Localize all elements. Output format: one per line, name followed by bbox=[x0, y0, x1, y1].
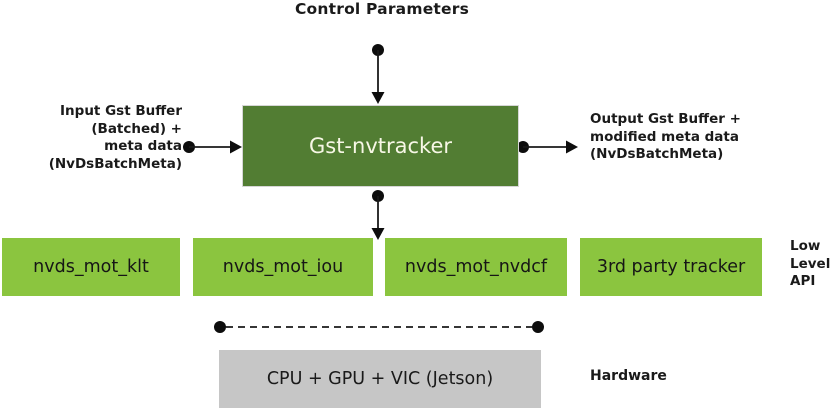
connector-dot bbox=[183, 141, 195, 153]
tracker-box-3rd-party: 3rd party tracker bbox=[580, 238, 762, 296]
tracker-box-nvds-mot-klt: nvds_mot_klt bbox=[2, 238, 180, 296]
connector-dot bbox=[532, 321, 544, 333]
hardware-box: CPU + GPU + VIC (Jetson) bbox=[219, 350, 541, 408]
gst-nvtracker-box: Gst-nvtracker bbox=[242, 105, 519, 187]
tracker-box-label: nvds_mot_nvdcf bbox=[404, 257, 548, 277]
plugin-to-lowlevel-arrow bbox=[371, 190, 385, 240]
tracker-box-nvds-mot-nvdcf: nvds_mot_nvdcf bbox=[385, 238, 567, 296]
arrowhead-right-icon bbox=[230, 140, 242, 154]
hardware-box-label: CPU + GPU + VIC (Jetson) bbox=[266, 369, 494, 389]
input-buffer-label: Input Gst Buffer (Batched) + meta data (… bbox=[48, 103, 182, 172]
arrowhead-down-icon bbox=[371, 228, 385, 240]
hardware-boundary-dashed-line bbox=[214, 321, 544, 333]
low-level-api-label: Low Level API bbox=[790, 238, 831, 289]
arrowhead-right-icon bbox=[566, 140, 578, 154]
arrowhead-down-icon bbox=[371, 92, 385, 104]
connector-dot bbox=[372, 44, 384, 56]
hardware-label: Hardware bbox=[590, 368, 667, 384]
output-buffer-label: Output Gst Buffer + modified meta data (… bbox=[590, 111, 741, 162]
output-arrow bbox=[517, 140, 578, 154]
tracker-box-nvds-mot-iou: nvds_mot_iou bbox=[193, 238, 373, 296]
connector-dot bbox=[372, 190, 384, 202]
input-arrow bbox=[183, 140, 242, 154]
tracker-box-label: 3rd party tracker bbox=[596, 257, 746, 277]
control-parameters-label: Control Parameters bbox=[294, 0, 470, 18]
control-params-arrow bbox=[371, 44, 385, 104]
connector-dot bbox=[214, 321, 226, 333]
tracker-box-label: nvds_mot_iou bbox=[222, 257, 344, 277]
gst-nvtracker-box-label: Gst-nvtracker bbox=[308, 134, 452, 158]
tracker-box-label: nvds_mot_klt bbox=[33, 257, 149, 277]
